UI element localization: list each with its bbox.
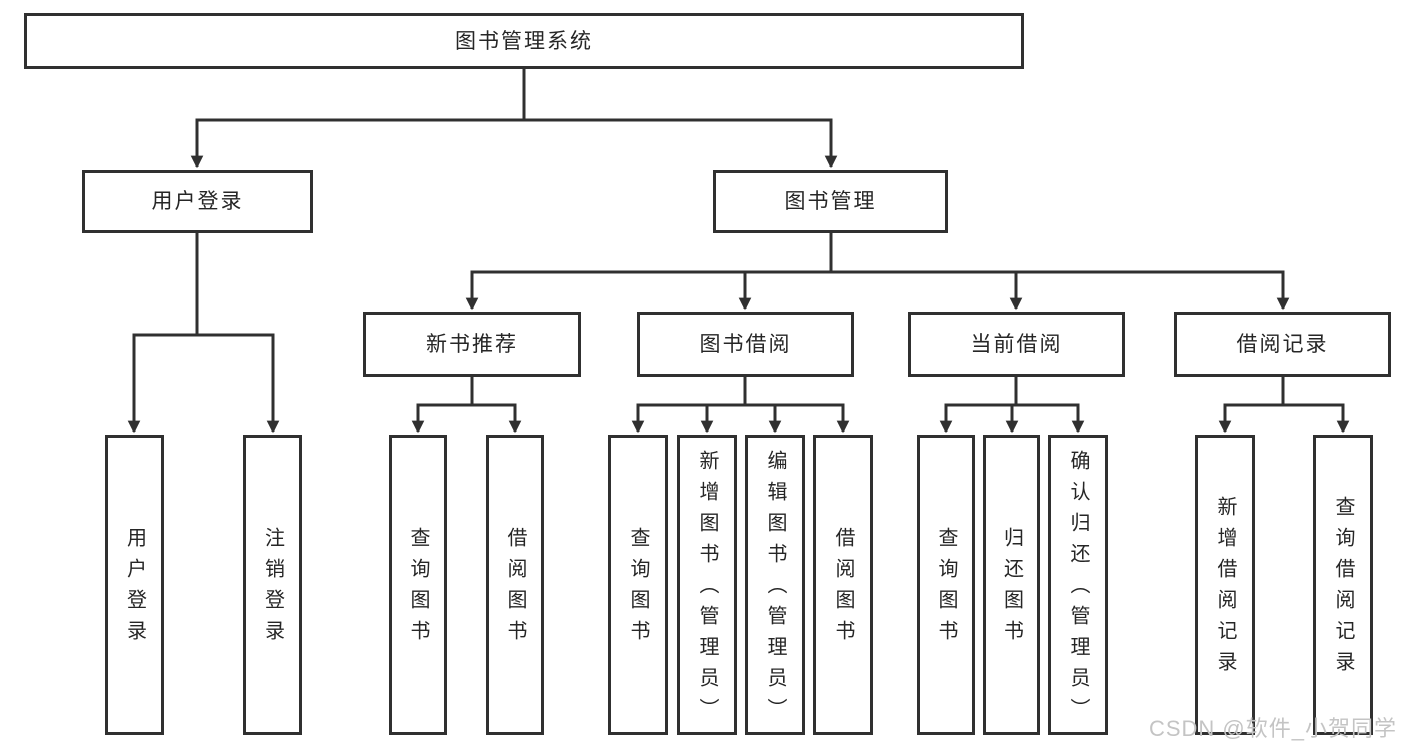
leaf-query-borrow-record: 查询借阅记录: [1313, 435, 1373, 735]
leaf-confirm-return-admin: 确认归还（管理员）: [1048, 435, 1108, 735]
node-root-system: 图书管理系统: [24, 13, 1024, 69]
leaf-logout: 注销登录: [243, 435, 302, 735]
leaf-query-books-recommend: 查询图书: [389, 435, 447, 735]
leaf-user-login: 用户登录: [105, 435, 164, 735]
leaf-borrow-books-recommend: 借阅图书: [486, 435, 544, 735]
node-user-login: 用户登录: [82, 170, 313, 233]
csdn-watermark: CSDN @软件_小贺同学: [1148, 716, 1397, 741]
node-new-book-recommend: 新书推荐: [363, 312, 581, 377]
node-book-management: 图书管理: [713, 170, 948, 233]
leaf-add-borrow-record: 新增借阅记录: [1195, 435, 1255, 735]
node-current-borrow: 当前借阅: [908, 312, 1125, 377]
leaf-borrow-books: 借阅图书: [813, 435, 873, 735]
leaf-add-book-admin: 新增图书（管理员）: [677, 435, 737, 735]
leaf-query-books-current: 查询图书: [917, 435, 975, 735]
leaf-return-book: 归还图书: [983, 435, 1040, 735]
leaf-edit-book-admin: 编辑图书（管理员）: [745, 435, 805, 735]
node-borrow-records: 借阅记录: [1174, 312, 1391, 377]
leaf-query-books-borrow: 查询图书: [608, 435, 668, 735]
node-book-borrow: 图书借阅: [637, 312, 854, 377]
